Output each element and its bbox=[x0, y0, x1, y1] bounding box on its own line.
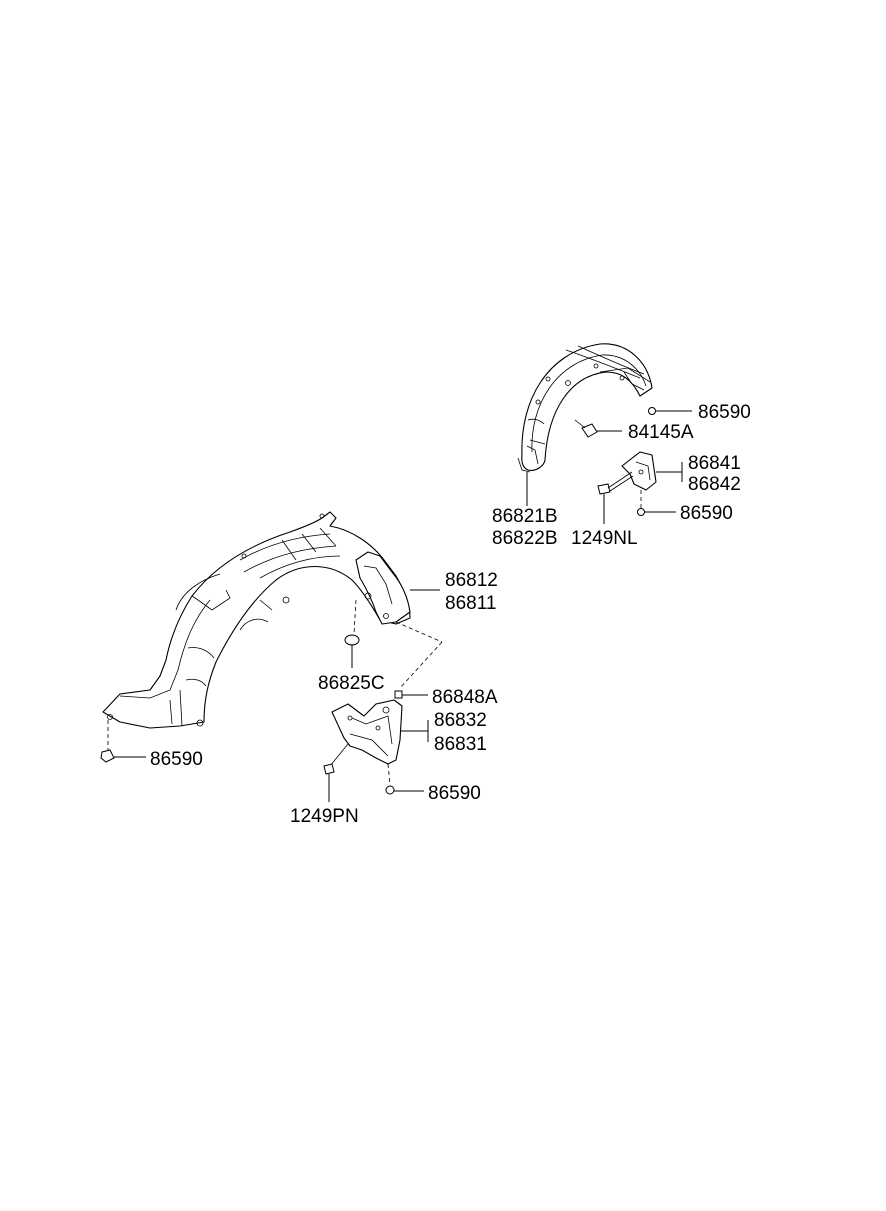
label-front-screw: 1249PN bbox=[290, 806, 359, 827]
front-clip-icon bbox=[394, 690, 403, 699]
label-front-liner-b: 86811 bbox=[445, 593, 496, 614]
label-mudguard-b: 86831 bbox=[434, 734, 487, 755]
front-liner-flap bbox=[355, 551, 411, 625]
label-front-clip: 86848A bbox=[432, 687, 498, 708]
rear-screw-icon bbox=[597, 471, 634, 495]
front-wheel-guard bbox=[102, 511, 411, 729]
label-rear-screw: 1249NL bbox=[571, 528, 638, 549]
front-nut-mudguard-icon bbox=[385, 785, 395, 795]
label-front-plug: 86825C bbox=[318, 673, 385, 694]
label-rear-bracket-b: 86842 bbox=[688, 474, 741, 495]
label-front-liner-a: 86812 bbox=[445, 570, 498, 591]
label-rear-liner-b: 86822B bbox=[492, 528, 558, 549]
mudguard bbox=[331, 699, 403, 765]
label-rear-nut-lower: 86590 bbox=[680, 503, 733, 524]
rear-wheel-guard bbox=[517, 343, 653, 473]
label-rear-bracket-a: 86841 bbox=[688, 453, 741, 474]
rear-bracket-icon bbox=[621, 451, 657, 491]
rear-clip-icon bbox=[581, 423, 598, 438]
front-nut-left-icon bbox=[100, 749, 115, 763]
label-rear-nut-upper: 86590 bbox=[698, 402, 751, 423]
label-mudguard-a: 86832 bbox=[434, 710, 487, 731]
rear-nut-lower-icon bbox=[637, 508, 645, 516]
label-rear-liner-a: 86821B bbox=[492, 506, 558, 527]
label-rear-clip: 84145A bbox=[628, 422, 694, 443]
front-plug-icon bbox=[344, 634, 360, 646]
label-front-nut-mudguard: 86590 bbox=[428, 783, 481, 804]
front-screw-icon bbox=[323, 763, 335, 775]
rear-nut-upper-icon bbox=[648, 407, 656, 415]
label-front-nut-left: 86590 bbox=[150, 749, 203, 770]
